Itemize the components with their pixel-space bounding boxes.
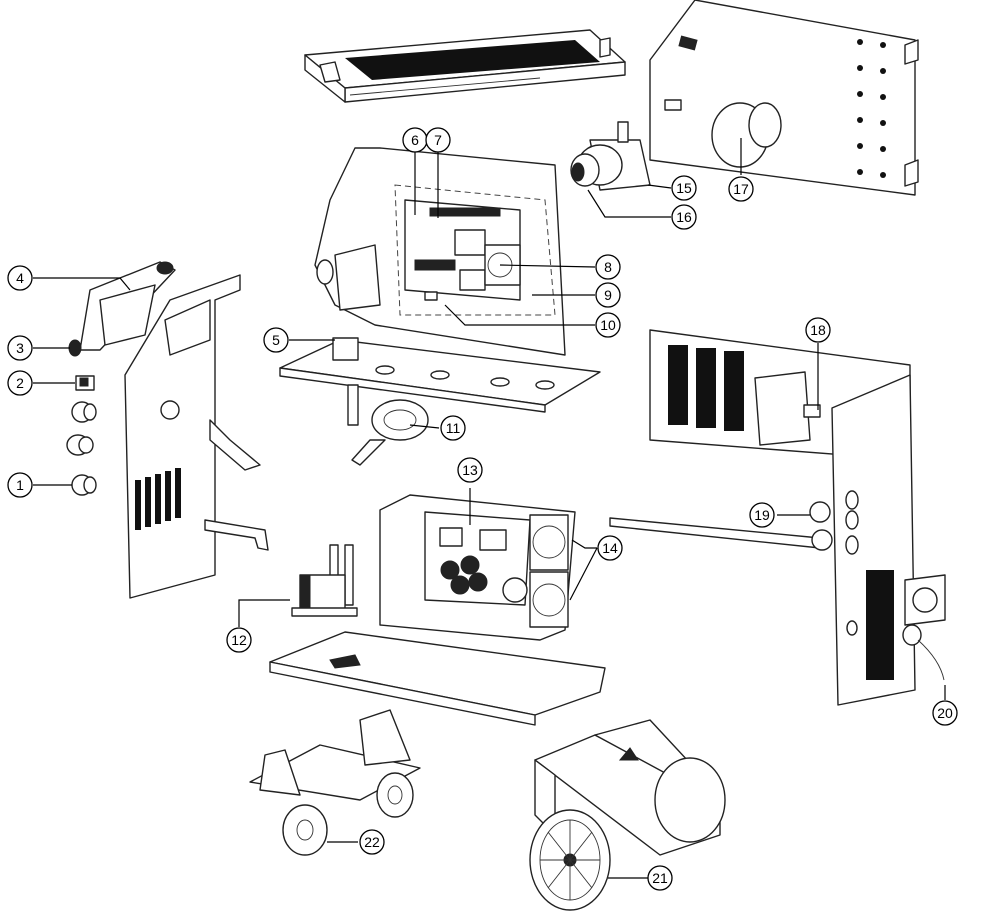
callout-4: 4 (7, 265, 33, 291)
callout-19: 19 (749, 502, 775, 528)
svg-text:13: 13 (462, 462, 478, 478)
rear-panel (649, 0, 919, 196)
svg-text:15: 15 (676, 180, 692, 196)
callout-3: 3 (7, 335, 33, 361)
svg-text:17: 17 (733, 181, 749, 197)
callout-1: 1 (7, 472, 33, 498)
svg-text:6: 6 (411, 132, 419, 148)
callout-10: 10 (595, 312, 621, 338)
power-board-assembly (379, 494, 576, 641)
callout-2: 2 (7, 370, 33, 396)
svg-text:3: 3 (16, 340, 24, 356)
top-heatsink-cover (304, 29, 626, 103)
callout-21: 21 (647, 865, 673, 891)
transformer (291, 544, 358, 617)
callout-9: 9 (595, 282, 621, 308)
callout-16: 16 (671, 204, 697, 230)
callout-15: 15 (671, 175, 697, 201)
svg-text:7: 7 (434, 132, 442, 148)
callout-12: 12 (226, 627, 252, 653)
svg-text:8: 8 (604, 259, 612, 275)
callout-8: 8 (595, 254, 621, 280)
svg-text:9: 9 (604, 287, 612, 303)
callout-6: 6 (402, 127, 428, 153)
leader-lines (33, 138, 946, 879)
svg-text:1: 1 (16, 477, 24, 493)
caster-cart (249, 709, 421, 856)
switch-and-knobs (66, 375, 97, 496)
svg-text:18: 18 (810, 322, 826, 338)
callout-14: 14 (597, 535, 623, 561)
svg-text:5: 5 (272, 332, 280, 348)
wheeled-cart (529, 719, 726, 911)
front-panel (124, 274, 269, 599)
callout-17: 17 (728, 176, 754, 202)
callout-7: 7 (425, 127, 451, 153)
callout-22: 22 (359, 829, 385, 855)
center-panel (314, 147, 566, 356)
callout-20: 20 (932, 700, 958, 726)
callout-11: 11 (440, 415, 466, 441)
svg-text:21: 21 (652, 870, 668, 886)
svg-text:12: 12 (231, 632, 247, 648)
connector-bar (609, 501, 833, 551)
svg-text:2: 2 (16, 375, 24, 391)
right-side-panel (649, 329, 946, 706)
svg-text:11: 11 (446, 420, 461, 436)
svg-text:20: 20 (937, 705, 953, 721)
gas-valve-assembly (570, 121, 651, 191)
svg-text:10: 10 (600, 317, 616, 333)
svg-text:19: 19 (754, 507, 770, 523)
svg-text:16: 16 (676, 209, 692, 225)
base-tray (269, 631, 606, 726)
callout-5: 5 (263, 327, 289, 353)
middle-shelf (279, 337, 601, 413)
svg-text:22: 22 (364, 834, 380, 850)
callout-13: 13 (457, 457, 483, 483)
callout-18: 18 (805, 317, 831, 343)
svg-text:14: 14 (602, 540, 618, 556)
choke (347, 384, 429, 466)
handle (68, 261, 176, 357)
svg-text:4: 4 (16, 270, 24, 286)
